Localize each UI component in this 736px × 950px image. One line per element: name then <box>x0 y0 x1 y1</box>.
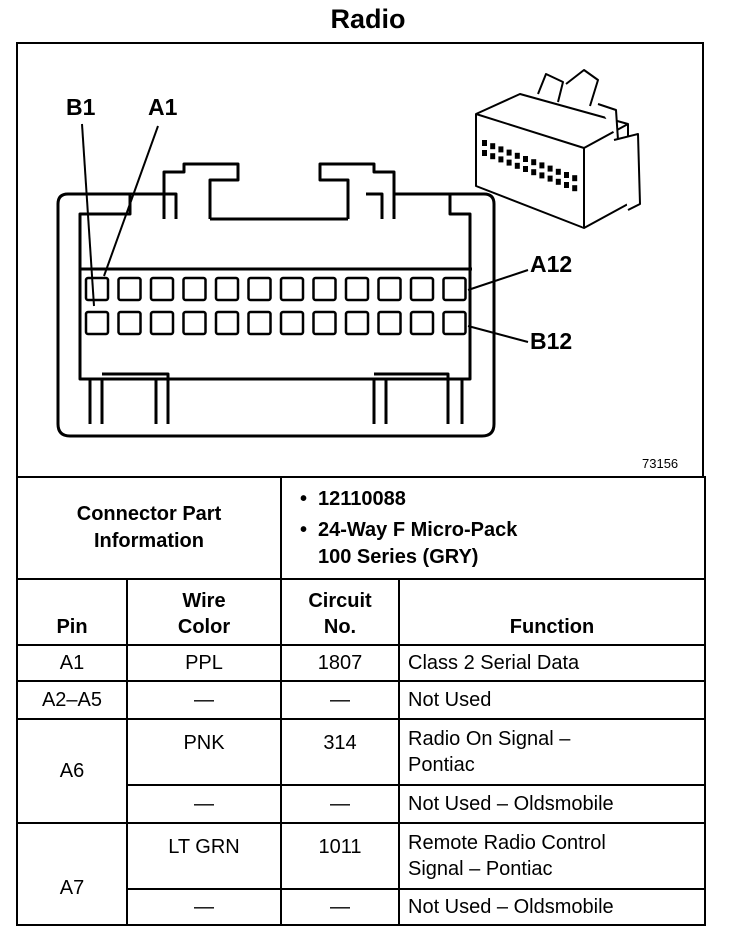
table-row: — — Not Used – Oldsmobile <box>17 784 707 824</box>
thumbnail-pin <box>523 156 528 162</box>
pin-cavity <box>377 310 402 336</box>
table-row: A1 PPL 1807 Class 2 Serial Data <box>16 644 707 682</box>
pin-cavity <box>409 276 435 302</box>
pin-cavity <box>312 310 337 336</box>
label-b1: B1 <box>66 94 96 120</box>
pin-cavity <box>247 276 272 302</box>
thumbnail-pin <box>555 168 561 175</box>
pin-cavity <box>279 276 305 302</box>
part-info-row: Connector Part Information •12110088 •24… <box>16 476 707 580</box>
pin-cavity <box>117 276 142 302</box>
pin-cavity <box>117 310 142 336</box>
thumbnail-pin <box>506 159 512 166</box>
thumbnail-pin <box>547 175 553 182</box>
thumbnail-pin <box>531 169 537 176</box>
pin-cavity <box>149 310 175 336</box>
thumbnail-pin <box>482 150 487 156</box>
thumbnail-pin <box>572 185 578 192</box>
pin-cavity <box>442 276 467 302</box>
thumbnail-pin <box>547 165 553 172</box>
page-title: Radio <box>330 4 406 34</box>
pin-cavity <box>344 276 370 302</box>
thumbnail-pin <box>498 156 504 163</box>
table-row: — — Not Used – Oldsmobile <box>17 888 707 926</box>
part-info-label: Connector Part Information <box>16 476 282 580</box>
label-b12: B12 <box>530 328 573 354</box>
pin-cavity <box>84 310 110 336</box>
thumbnail-pin <box>498 146 504 153</box>
pin-cavity <box>344 310 370 336</box>
pin-cavity <box>312 276 337 302</box>
thumbnail-pin <box>514 162 520 169</box>
pin-cavity <box>182 276 207 302</box>
thumbnail-pin <box>539 162 545 169</box>
connector-diagram: B1 A1 A12 B12 73156 <box>16 42 704 478</box>
thumbnail-pin <box>572 175 578 182</box>
connector-face-drawing <box>56 69 641 438</box>
pin-cavity <box>214 276 240 302</box>
pin-cavity <box>84 276 110 302</box>
pin-cavity <box>377 276 402 302</box>
pin-cavity <box>409 310 435 336</box>
thumbnail-pin <box>564 182 569 188</box>
thumbnail-pin <box>490 153 496 160</box>
col-function: Function <box>397 578 707 646</box>
pin-cavity <box>279 310 305 336</box>
figure-number: 73156 <box>642 456 679 471</box>
pin-cavity <box>182 310 207 336</box>
table-row: A6 PNK 314 Radio On Signal –Pontiac <box>16 718 707 824</box>
pin-cavity <box>214 310 240 336</box>
pin-cavity <box>149 276 175 302</box>
label-a1: A1 <box>148 94 178 120</box>
thumbnail-pin <box>555 178 561 185</box>
table-row: A2–A5 — — Not Used <box>16 680 707 720</box>
label-a12: A12 <box>530 251 573 277</box>
pin-cavity <box>442 310 467 336</box>
thumbnail-pin <box>506 149 512 156</box>
thumbnail-pin <box>514 152 520 159</box>
thumbnail-pin <box>523 166 528 172</box>
connector-table: Connector Part Information •12110088 •24… <box>16 476 707 926</box>
pin-cavity <box>247 310 272 336</box>
col-pin: Pin <box>16 578 128 646</box>
thumbnail-pin <box>482 140 487 146</box>
part-description: 24-Way F Micro-Pack <box>318 518 518 541</box>
thumbnail-pin <box>539 172 545 179</box>
thumbnail-pin <box>564 172 569 178</box>
part-number: 12110088 <box>318 487 406 510</box>
thumbnail-pin <box>490 143 496 150</box>
part-info-values: •12110088 •24-Way F Micro-Pack 100 Serie… <box>279 476 707 580</box>
thumbnail-pin <box>531 159 537 166</box>
